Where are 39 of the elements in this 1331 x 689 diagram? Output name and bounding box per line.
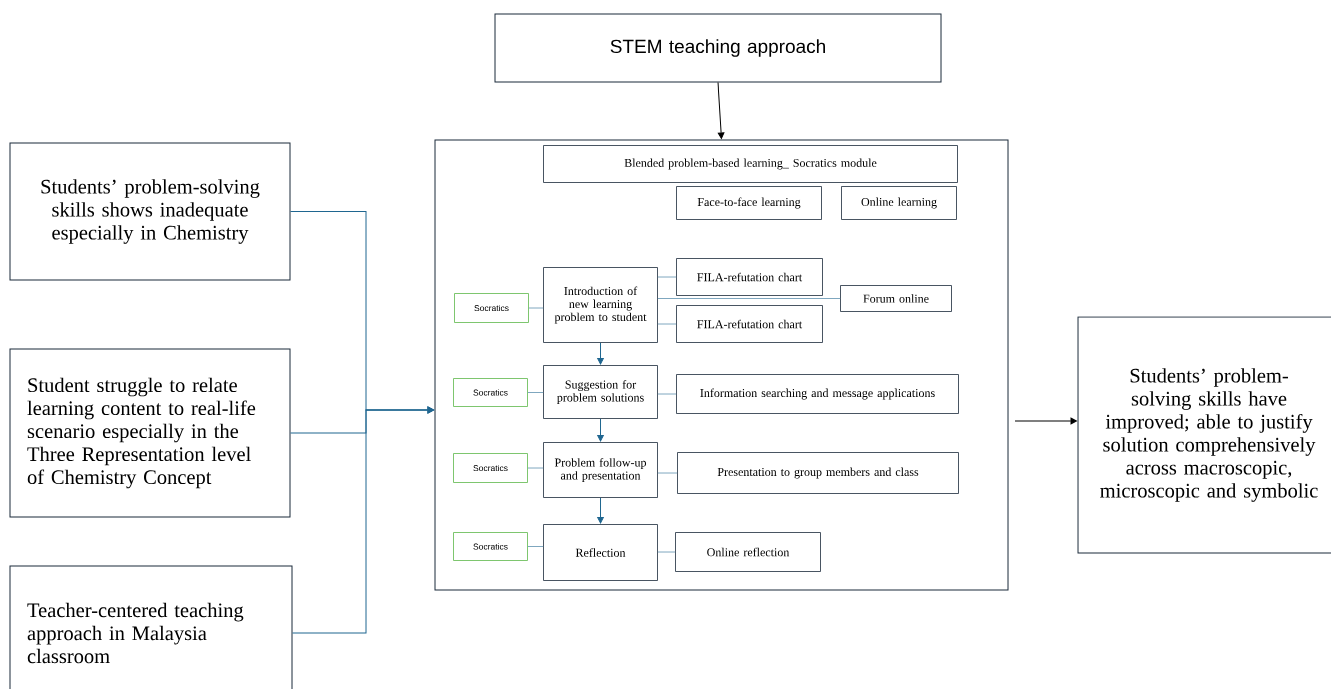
process-box: Problem follow-up and presentation <box>543 442 658 498</box>
connector-line <box>657 393 677 395</box>
connector-line <box>527 467 544 469</box>
connector-line <box>657 323 677 325</box>
statement-box: Student struggle to relate learning content to real-life scenario especially in the Three Representation level of Chemistry Concept <box>9 348 291 518</box>
method-box: Socratics <box>454 293 529 323</box>
method-box: Socratics <box>453 532 528 561</box>
arrow <box>717 82 725 139</box>
arrow <box>597 342 604 365</box>
method-box: Socratics <box>453 453 528 483</box>
connector-line <box>528 307 544 309</box>
arrow <box>597 497 604 524</box>
statement-box: Students’ problem-solving skills shows inadequate especially in Chemistry <box>9 142 291 281</box>
process-box: Face-to-face learning <box>676 186 822 220</box>
connector-line <box>657 276 677 278</box>
process-box: Suggestion for problem solutions <box>543 365 658 419</box>
process-box: Forum online <box>840 285 952 312</box>
method-box: Socratics <box>453 378 528 407</box>
connector-line <box>657 551 676 553</box>
connector-line <box>527 392 544 393</box>
process-box: Online learning <box>841 186 957 220</box>
process-box: Reflection <box>543 524 658 581</box>
arrow <box>292 406 434 634</box>
process-box: Information searching and message applications <box>676 374 959 414</box>
process-box: Presentation to group members and class <box>677 452 959 494</box>
arrow <box>1014 417 1077 425</box>
connector-line <box>657 298 841 299</box>
container-box <box>434 139 1009 591</box>
process-box: Blended problem-based learning_ Socratics module <box>543 145 958 183</box>
process-box: FILA-refutation chart <box>676 305 823 343</box>
process-box: Introduction of new learning problem to student <box>543 267 658 343</box>
approach-box: STEM teaching approach <box>494 13 942 83</box>
process-box: FILA-refutation chart <box>676 258 823 296</box>
connector-line <box>657 472 678 474</box>
connector-line <box>527 546 544 547</box>
process-box: Online reflection <box>675 532 821 572</box>
statement-box: Teacher-centered teaching approach in Malaysia classroom <box>9 565 293 689</box>
arrow <box>597 418 604 442</box>
statement-box: Students’ problem-solving skills have improved; able to justify solution comprehensively across macroscopic, microscopic and symbolic <box>1077 316 1331 554</box>
